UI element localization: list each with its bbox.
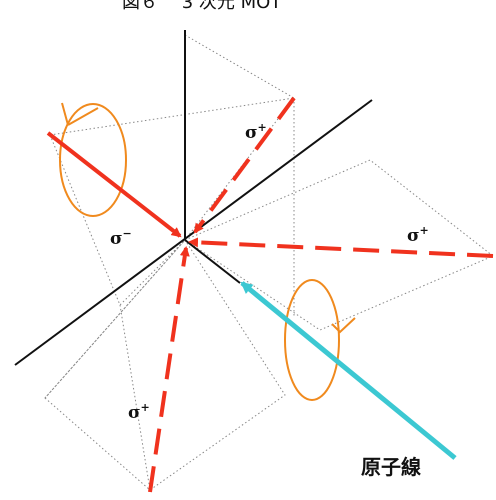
polarization-ring-left [59, 103, 127, 217]
polarization-arrowhead-right [331, 317, 356, 334]
label-sigma-minus: σ− [110, 227, 132, 249]
guide-lines [44, 34, 494, 491]
guide-top-plane [184, 34, 295, 242]
axis-short [184, 239, 241, 284]
guide-bottom-inner [119, 304, 151, 491]
guide-left-cone [49, 134, 186, 306]
label-sigma-plus-bottom: σ+ [128, 401, 150, 423]
laser-beam-bottom [148, 246, 190, 493]
label-sigma-plus-right: σ+ [407, 224, 429, 246]
axis-diagonal [14, 99, 373, 366]
laser-beam-right [188, 237, 494, 258]
laser-beam-left [46, 131, 182, 238]
guide-left-top [49, 97, 295, 136]
polarization-ring-right [284, 279, 340, 401]
laser-beams [46, 96, 494, 493]
guide-right-plane [183, 159, 494, 331]
laser-beam-top [193, 96, 296, 234]
guide-bottom-plane [44, 239, 286, 491]
figure-title: 図６ 3 次元 MOT [122, 0, 282, 13]
atom-beam-arrow [240, 281, 457, 460]
polarization-arrowhead-left [61, 102, 99, 126]
label-sigma-plus-top: σ+ [245, 121, 267, 143]
polarization-rings [59, 102, 356, 401]
label-atom-beam: 原子線 [361, 455, 421, 479]
